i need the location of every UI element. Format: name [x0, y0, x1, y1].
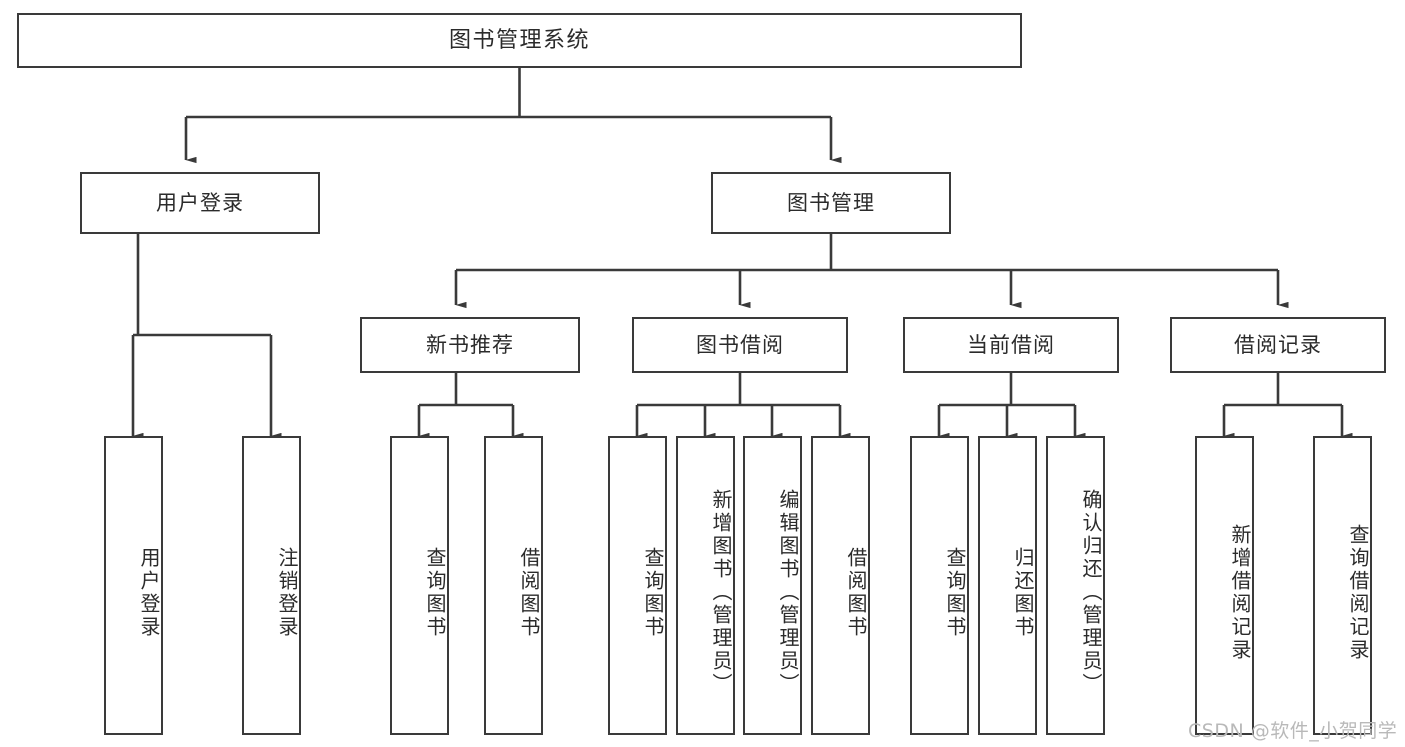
- leaf-return-book[interactable]: 归还图书: [978, 436, 1037, 735]
- leaf-borrow-book-label: 借阅图书: [844, 546, 868, 639]
- node-user-login-label: 用户登录: [156, 190, 244, 215]
- node-current-borrow[interactable]: 当前借阅: [903, 317, 1119, 373]
- watermark: CSDN @软件_小贺同学: [1188, 720, 1398, 742]
- leaf-edit-book-admin[interactable]: 编辑图书（管理员）: [743, 436, 802, 735]
- node-current-borrow-label: 当前借阅: [967, 332, 1055, 357]
- leaf-confirm-return-admin-label: 确认归还（管理员）: [1079, 489, 1103, 696]
- leaf-borrow-book-recommend[interactable]: 借阅图书: [484, 436, 543, 735]
- node-book-management-label: 图书管理: [787, 190, 875, 215]
- node-root-label: 图书管理系统: [448, 27, 590, 53]
- leaf-user-login[interactable]: 用户登录: [104, 436, 163, 735]
- leaf-borrow-book[interactable]: 借阅图书: [811, 436, 870, 735]
- node-new-book-recommend[interactable]: 新书推荐: [360, 317, 580, 373]
- leaf-add-book-admin-label: 新增图书（管理员）: [709, 489, 733, 696]
- leaf-logout-label: 注销登录: [275, 546, 299, 639]
- leaf-borrow-book-recommend-label: 借阅图书: [517, 546, 541, 639]
- leaf-query-borrow-record-label: 查询借阅记录: [1346, 523, 1370, 662]
- node-root[interactable]: 图书管理系统: [17, 13, 1022, 68]
- node-borrow-record-label: 借阅记录: [1234, 332, 1322, 357]
- leaf-query-book-borrow[interactable]: 查询图书: [608, 436, 667, 735]
- leaf-query-book-current-label: 查询图书: [943, 546, 967, 639]
- leaf-add-borrow-record[interactable]: 新增借阅记录: [1195, 436, 1254, 735]
- leaf-user-login-label: 用户登录: [137, 546, 161, 639]
- leaf-query-book-recommend[interactable]: 查询图书: [390, 436, 449, 735]
- node-book-borrow-label: 图书借阅: [696, 332, 784, 357]
- leaf-query-book-recommend-label: 查询图书: [423, 546, 447, 639]
- node-borrow-record[interactable]: 借阅记录: [1170, 317, 1386, 373]
- node-book-borrow[interactable]: 图书借阅: [632, 317, 848, 373]
- leaf-return-book-label: 归还图书: [1011, 546, 1035, 639]
- leaf-edit-book-admin-label: 编辑图书（管理员）: [776, 489, 800, 696]
- leaf-query-book-borrow-label: 查询图书: [641, 546, 665, 639]
- leaf-add-borrow-record-label: 新增借阅记录: [1228, 523, 1252, 662]
- leaf-add-book-admin[interactable]: 新增图书（管理员）: [676, 436, 735, 735]
- node-new-book-recommend-label: 新书推荐: [426, 332, 514, 357]
- leaf-logout[interactable]: 注销登录: [242, 436, 301, 735]
- node-book-management[interactable]: 图书管理: [711, 172, 951, 234]
- leaf-query-borrow-record[interactable]: 查询借阅记录: [1313, 436, 1372, 735]
- leaf-query-book-current[interactable]: 查询图书: [910, 436, 969, 735]
- node-user-login[interactable]: 用户登录: [80, 172, 320, 234]
- leaf-confirm-return-admin[interactable]: 确认归还（管理员）: [1046, 436, 1105, 735]
